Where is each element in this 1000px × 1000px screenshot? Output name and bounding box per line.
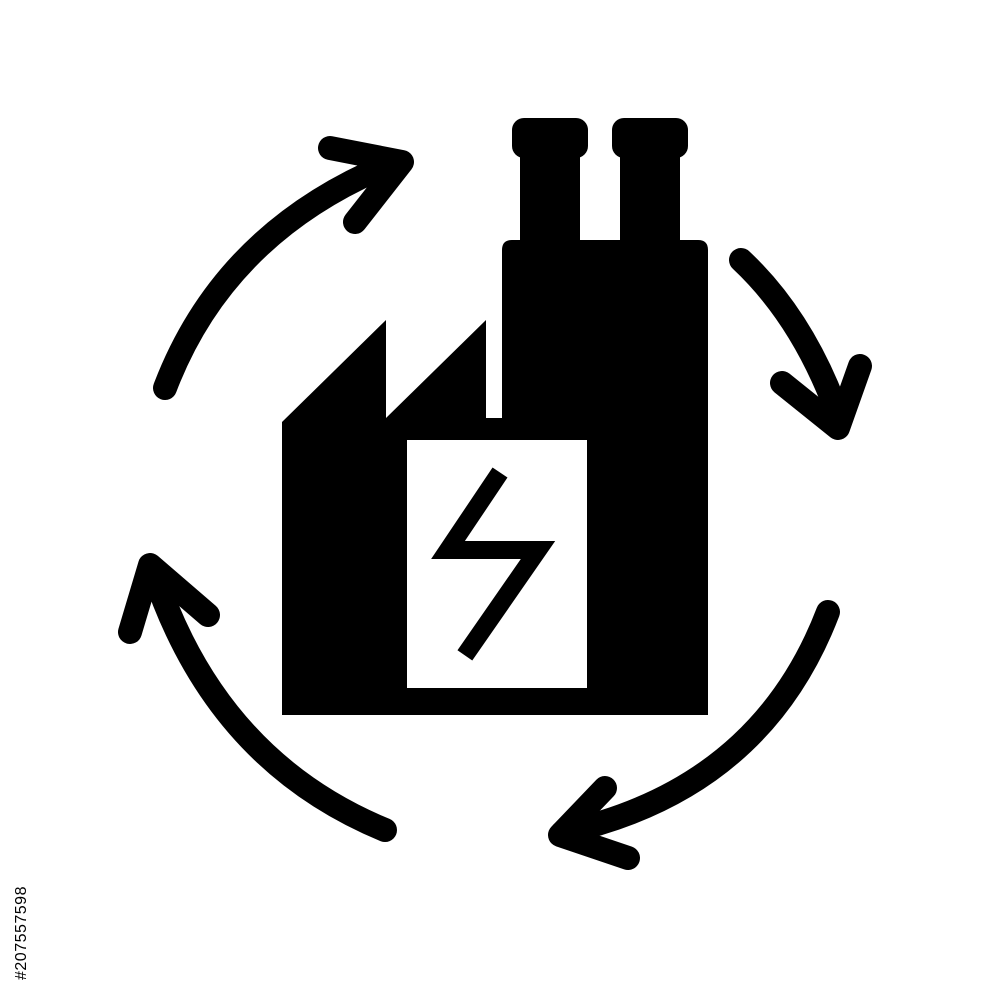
cycle-arrows-icon — [118, 136, 872, 870]
arrow-top-right-icon — [729, 248, 852, 432]
lightning-bolt-icon — [431, 467, 556, 661]
arrowhead-bottom-left-icon — [118, 553, 220, 644]
arrowhead-top-right-icon — [770, 354, 872, 440]
chimney-cap-left-icon — [512, 118, 588, 158]
chimney-cap-right-icon — [612, 118, 688, 158]
chimney-right-icon — [620, 140, 680, 250]
chimney-left-icon — [520, 140, 580, 250]
arrow-bottom-right-icon — [550, 600, 840, 845]
stock-id-label: #207557598 — [13, 886, 30, 980]
arrowhead-bottom-right-icon — [548, 776, 640, 870]
arrow-bottom-left-icon — [141, 558, 397, 842]
arrow-top-left-icon — [153, 150, 407, 400]
factory-icon — [282, 118, 708, 715]
arrowhead-top-left-icon — [318, 136, 414, 234]
